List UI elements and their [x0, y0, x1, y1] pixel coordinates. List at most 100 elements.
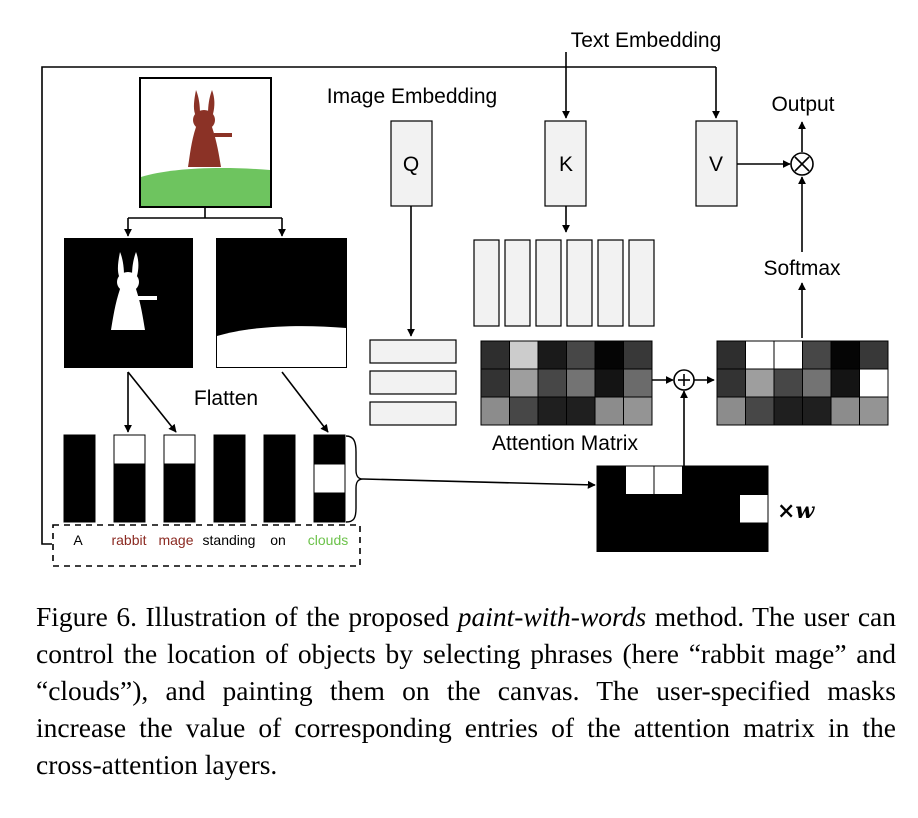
- masked-attention-matrix-cell: [716, 396, 746, 426]
- token-column-cell: [263, 492, 296, 523]
- masked-attention-matrix-cell: [859, 368, 889, 398]
- q-label: Q: [403, 153, 419, 176]
- token-column-cell: [313, 492, 346, 523]
- attention-matrix-cell: [623, 368, 653, 398]
- token-mask-columns: [63, 434, 346, 523]
- softmax-label: Softmax: [763, 257, 841, 280]
- masked-attention-matrix-cell: [716, 368, 746, 398]
- clouds-mask: [216, 238, 347, 368]
- canvas-image: [139, 77, 272, 208]
- weight-mask-cell: [653, 494, 683, 524]
- attention-matrix-cell: [509, 396, 539, 426]
- weight-mask-cell: [653, 465, 683, 495]
- caption-method-name: paint-with-words: [457, 601, 647, 632]
- attention-matrix-cell: [537, 368, 567, 398]
- attention-matrix-cell: [594, 368, 624, 398]
- add-operator: [673, 369, 695, 391]
- text-embedding-connector: [41, 52, 720, 545]
- attention-matrix-cell: [566, 368, 596, 398]
- token-mage[interactable]: mage: [158, 532, 193, 548]
- token-column-cell: [213, 492, 246, 523]
- masked-attention-matrix-cell: [745, 396, 775, 426]
- weight-mask-cell: [682, 522, 712, 552]
- grass-region: [141, 168, 270, 206]
- token-column-cell: [263, 463, 296, 494]
- flatten-arrows: [124, 371, 329, 433]
- weight-mask-cell: [710, 465, 740, 495]
- attention-matrix-cell: [566, 396, 596, 426]
- attention-matrix-label: Attention Matrix: [492, 432, 638, 455]
- masked-attention-matrix-cell: [773, 368, 803, 398]
- masked-attention-matrix-cell: [830, 340, 860, 370]
- masked-attention-matrix-cell: [745, 368, 775, 398]
- token-column-cell: [113, 434, 146, 465]
- masked-attention-matrix-cell: [773, 340, 803, 370]
- weight-mask-cell: [739, 465, 769, 495]
- weight-label: ×w: [777, 498, 815, 524]
- masked-attention-matrix-cell: [830, 368, 860, 398]
- token-column-cell: [63, 463, 96, 494]
- token-column-cell: [163, 492, 196, 523]
- weight-mask-cell: [710, 494, 740, 524]
- attention-matrix-cell: [480, 340, 510, 370]
- attention-matrix-cell: [480, 396, 510, 426]
- image-embedding-label: Image Embedding: [327, 85, 497, 108]
- token-clouds[interactable]: clouds: [308, 532, 348, 548]
- token-brace: [345, 435, 364, 523]
- masked-attention-matrix: [716, 340, 889, 426]
- masked-attention-matrix-cell: [802, 368, 832, 398]
- weight-mask-cell: [739, 522, 769, 552]
- token-column-cell: [213, 434, 246, 465]
- key-vectors: [473, 239, 655, 327]
- token-column-cell: [213, 463, 246, 494]
- query-vectors: [369, 339, 457, 426]
- figure-caption: Figure 6. Illustration of the proposed p…: [36, 598, 896, 783]
- caption-suffix: method. The user can control the locatio…: [36, 601, 896, 780]
- caption-prefix: Figure 6. Illustration of the proposed: [36, 601, 458, 632]
- masked-attention-matrix-cell: [802, 396, 832, 426]
- weight-mask-cell: [625, 465, 655, 495]
- token-standing[interactable]: standing: [203, 532, 256, 548]
- token-column-cell: [113, 492, 146, 523]
- multiply-operator: [790, 152, 814, 176]
- v-box: V: [695, 120, 738, 207]
- weight-mask-cell: [625, 494, 655, 524]
- weight-mask-cell: [682, 494, 712, 524]
- masked-attention-matrix-cell: [859, 396, 889, 426]
- flatten-label: Flatten: [194, 387, 258, 410]
- attention-matrix-cell: [623, 340, 653, 370]
- masked-attention-matrix-cell: [830, 396, 860, 426]
- token-A[interactable]: A: [73, 532, 83, 548]
- token-column-cell: [263, 434, 296, 465]
- attention-matrix-cell: [594, 340, 624, 370]
- attention-matrix-cell: [566, 340, 596, 370]
- rabbit-mask: [64, 238, 193, 368]
- weight-mask-cell: [596, 494, 626, 524]
- token-rabbit[interactable]: rabbit: [111, 532, 146, 548]
- token-column-cell: [313, 434, 346, 465]
- paint-with-words-diagram: Text Embedding Image Embedding: [41, 29, 889, 567]
- weight-mask-cell: [710, 522, 740, 552]
- weight-mask-cell: [682, 465, 712, 495]
- masked-attention-matrix-cell: [773, 396, 803, 426]
- masked-attention-matrix-cell: [716, 340, 746, 370]
- weight-mask-matrix: [596, 465, 769, 552]
- rabbit-figure: [188, 90, 232, 167]
- attention-matrix-cell: [537, 340, 567, 370]
- attention-matrix-cell: [623, 396, 653, 426]
- v-label: V: [709, 153, 723, 176]
- token-column-cell: [163, 434, 196, 465]
- token-column-cell: [63, 434, 96, 465]
- attention-matrix-cell: [537, 396, 567, 426]
- attention-matrix-cell: [480, 368, 510, 398]
- masked-attention-matrix-cell: [859, 340, 889, 370]
- masked-attention-matrix-cell: [802, 340, 832, 370]
- token-on[interactable]: on: [270, 532, 286, 548]
- image-to-masks-connector: [124, 208, 286, 237]
- masked-attention-matrix-cell: [745, 340, 775, 370]
- token-column-cell: [163, 463, 196, 494]
- q-box: Q: [390, 120, 433, 207]
- k-box: K: [544, 120, 587, 207]
- attention-matrix-cell: [594, 396, 624, 426]
